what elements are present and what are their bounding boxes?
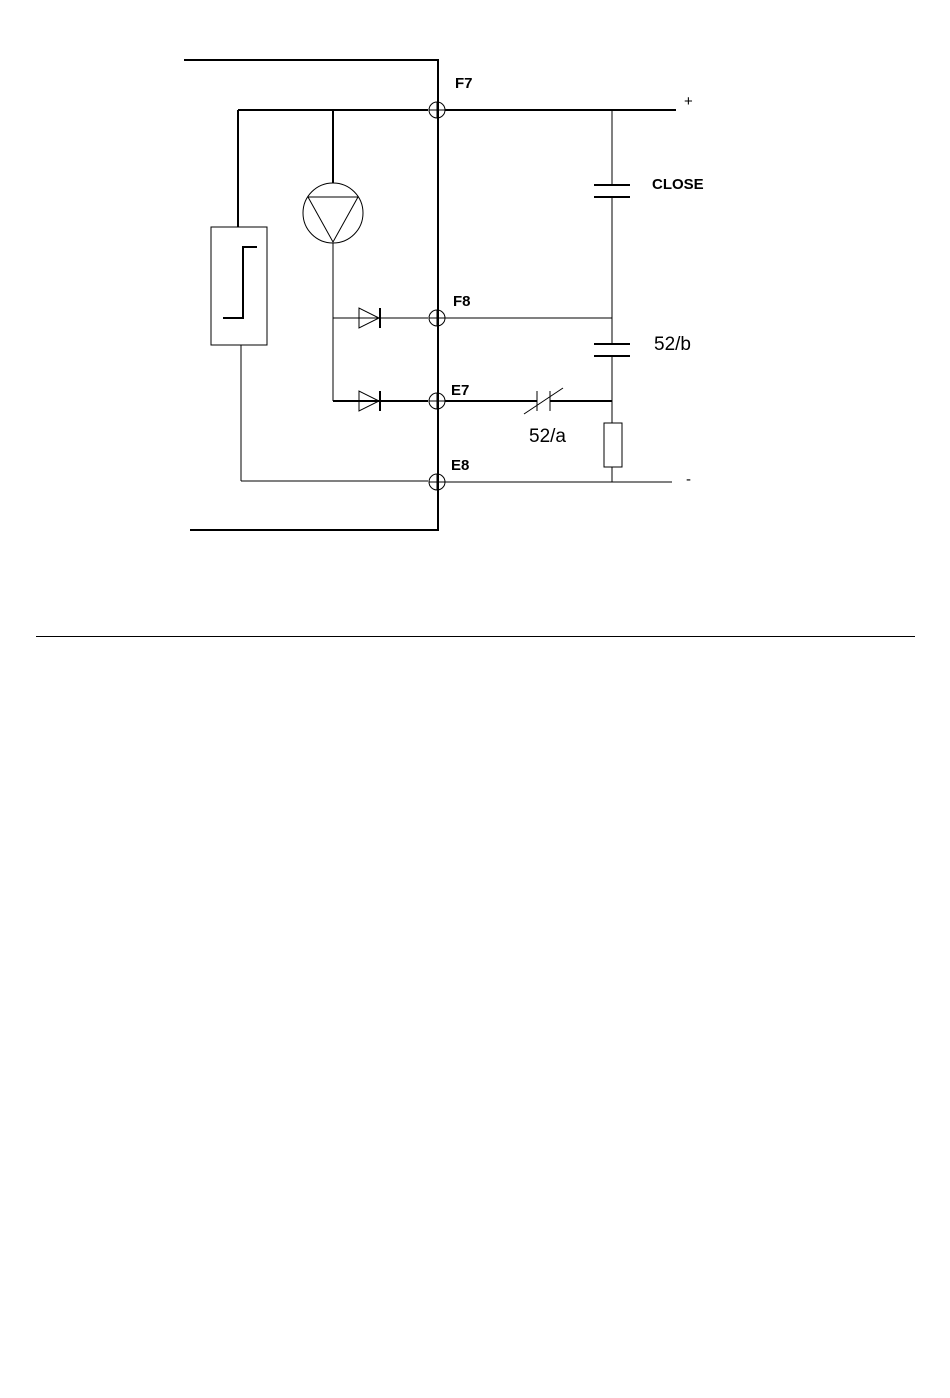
threshold-block [211,227,428,481]
label-e7: E7 [451,382,469,399]
terminal-e7 [429,393,445,409]
horizontal-rule [36,636,915,637]
label-f7: F7 [455,75,473,92]
terminal-e8 [429,474,445,490]
terminal-f7 [429,102,445,118]
diode-f8 [333,308,428,328]
diode-e7 [333,391,428,411]
label-close: CLOSE [652,176,704,193]
label-plus: + [684,93,693,110]
close-contact [594,185,630,197]
label-52b: 52/b [654,334,691,355]
supervision-lamp-symbol [303,183,363,401]
label-52a: 52/a [529,426,566,447]
trip-coil-resistor [604,423,622,467]
internal-bus-f7 [238,110,428,227]
label-f8: F8 [453,293,471,310]
contact-52b [594,344,630,356]
terminal-f8 [429,310,445,326]
relay-boundary [184,60,438,530]
label-minus: - [686,471,691,488]
label-e8: E8 [451,457,469,474]
